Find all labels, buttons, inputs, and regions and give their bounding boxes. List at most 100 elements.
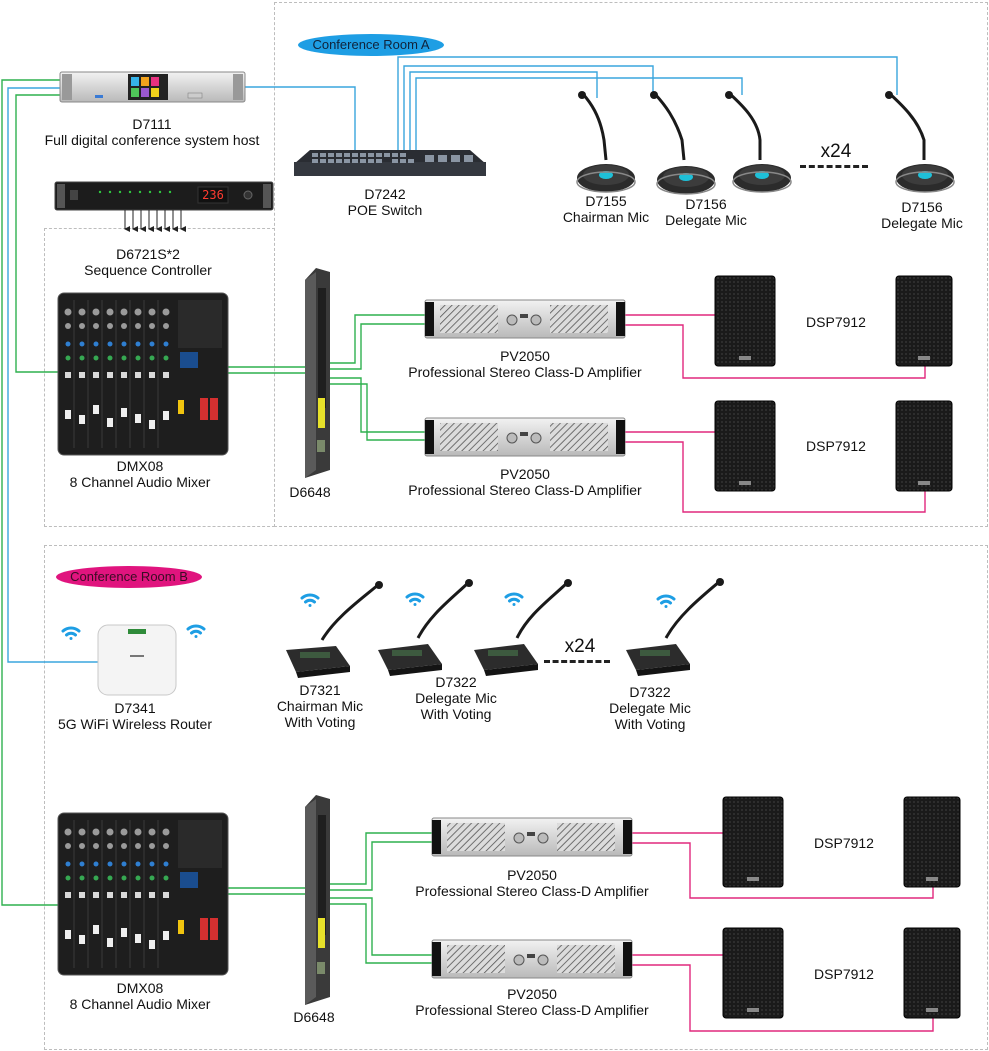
- delegate-b2-sub: With Voting: [614, 716, 686, 732]
- delegate-b1-label: D7322 Delegate Mic With Voting: [415, 674, 497, 722]
- poe-label: D7242 POE Switch: [348, 186, 423, 218]
- delegate-a1-model: D7156: [685, 196, 727, 212]
- count-b: x24: [564, 636, 596, 657]
- speaker-b1-left: [722, 796, 784, 888]
- amp-b2-model: PV2050: [507, 986, 557, 1002]
- speaker-a2-right: [895, 400, 953, 492]
- sequence-controller: [54, 181, 274, 211]
- delegate-a1-name: Delegate Mic: [665, 212, 747, 228]
- sequence-label: D6721S*2 Sequence Controller: [84, 246, 212, 278]
- mixer-a-label: DMX08 8 Channel Audio Mixer: [70, 458, 211, 490]
- delegate-b1-sub: With Voting: [420, 706, 492, 722]
- cable-host-mixer-b: [1, 79, 62, 906]
- amp-a1-model: PV2050: [500, 348, 550, 364]
- count-b-dash: [544, 660, 610, 663]
- router-name: 5G WiFi Wireless Router: [57, 716, 213, 732]
- speaker-b2-left: [722, 927, 784, 1019]
- mixer-b: [57, 812, 229, 976]
- host-model: D7111: [132, 116, 172, 132]
- poe-name: POE Switch: [347, 202, 423, 218]
- amp-b2: [431, 939, 633, 979]
- poe-model: D7242: [364, 186, 406, 202]
- room-a-badge: Conference Room A: [298, 34, 444, 56]
- amp-a1: [424, 299, 626, 339]
- poe-switch: [294, 150, 486, 176]
- speaker-b1-right: [903, 796, 961, 888]
- speaker-a1-right: [895, 275, 953, 367]
- amp-b1-name: Professional Stereo Class-D Amplifier: [415, 883, 649, 899]
- room-b-badge: Conference Room B: [56, 566, 202, 588]
- mic-delegate-a1: [650, 91, 716, 195]
- amp-b1-label: PV2050 Professional Stereo Class-D Ampli…: [415, 867, 648, 899]
- mic-chairman-b: [286, 581, 383, 678]
- sequence-name: Sequence Controller: [84, 262, 212, 278]
- room-a-border: [274, 2, 988, 527]
- speaker-b2-right: [903, 927, 961, 1019]
- mixer-b-label: DMX08 8 Channel Audio Mixer: [70, 980, 211, 1012]
- cable-host-mixer-a: [15, 94, 62, 373]
- mic-delegate-a2: [725, 91, 792, 193]
- amp-a2-model: PV2050: [500, 466, 550, 482]
- speaker-b2-label: DSP7912: [814, 966, 874, 982]
- delegate-b2-label: D7322 Delegate Mic With Voting: [609, 684, 691, 732]
- host-label: D7111 Full digital conference system hos…: [45, 116, 260, 148]
- chairman-a-name: Chairman Mic: [562, 209, 650, 225]
- chairman-b-name: Chairman Mic: [276, 698, 364, 714]
- amp-a1-name: Professional Stereo Class-D Amplifier: [408, 364, 642, 380]
- room-b-border: [44, 545, 988, 1050]
- chairman-a-model: D7155: [585, 193, 627, 209]
- processor-a-label: D6648: [289, 484, 331, 500]
- amp-b2-label: PV2050 Professional Stereo Class-D Ampli…: [415, 986, 648, 1018]
- router-label: D7341 5G WiFi Wireless Router: [58, 700, 212, 732]
- count-a-dash: [800, 165, 868, 168]
- mixer-a-model: DMX08: [116, 458, 164, 474]
- processor-b-label: D6648: [293, 1009, 335, 1025]
- wireless-router: [97, 624, 177, 696]
- sequence-model: D6721S*2: [116, 246, 180, 262]
- router-model: D7341: [114, 700, 156, 716]
- processor-a: [305, 268, 330, 478]
- mixer-b-model: DMX08: [116, 980, 164, 996]
- wifi-icons: [61, 592, 676, 640]
- delegate-a2-model: D7156: [901, 199, 943, 215]
- delegate-a2-label: D7156 Delegate Mic: [881, 199, 963, 231]
- mic-delegate-b1: [378, 579, 473, 676]
- speaker-a1-left: [714, 275, 776, 367]
- speaker-a2-left: [714, 400, 776, 492]
- count-a: x24: [820, 141, 852, 162]
- host-name: Full digital conference system host: [44, 132, 260, 148]
- delegate-b1-name: Delegate Mic: [415, 690, 497, 706]
- mixer-a: [57, 292, 229, 456]
- chairman-a-label: D7155 Chairman Mic: [563, 193, 649, 225]
- mic-delegate-b2: [474, 579, 572, 676]
- mic-chairman-a: [576, 91, 636, 193]
- mic-delegate-b3: [626, 578, 724, 676]
- chairman-b-model: D7321: [299, 682, 341, 698]
- amp-a2-label: PV2050 Professional Stereo Class-D Ampli…: [408, 466, 641, 498]
- amp-b2-name: Professional Stereo Class-D Amplifier: [415, 1002, 649, 1018]
- mic-delegate-a3: [885, 91, 955, 193]
- host-device: [59, 71, 246, 103]
- delegate-b2-name: Delegate Mic: [609, 700, 691, 716]
- processor-b: [305, 795, 330, 1005]
- amp-a2: [424, 417, 626, 457]
- amp-b1-model: PV2050: [507, 867, 557, 883]
- amp-a2-name: Professional Stereo Class-D Amplifier: [408, 482, 642, 498]
- speaker-a2-label: DSP7912: [806, 438, 866, 454]
- speaker-a1-label: DSP7912: [806, 314, 866, 330]
- mixer-a-name: 8 Channel Audio Mixer: [69, 474, 211, 490]
- delegate-a2-name: Delegate Mic: [881, 215, 963, 231]
- speaker-b1-label: DSP7912: [814, 835, 874, 851]
- sequence-display: 236: [202, 188, 224, 202]
- delegate-a1-label: D7156 Delegate Mic: [665, 196, 747, 228]
- chairman-b-label: D7321 Chairman Mic With Voting: [277, 682, 363, 730]
- amp-b1: [431, 817, 633, 857]
- sequence-arrows: [124, 210, 186, 232]
- delegate-b2-model: D7322: [629, 684, 671, 700]
- delegate-b1-model: D7322: [435, 674, 477, 690]
- cable-host-switch: [243, 86, 356, 150]
- amp-a1-label: PV2050 Professional Stereo Class-D Ampli…: [408, 348, 641, 380]
- chairman-b-sub: With Voting: [284, 714, 356, 730]
